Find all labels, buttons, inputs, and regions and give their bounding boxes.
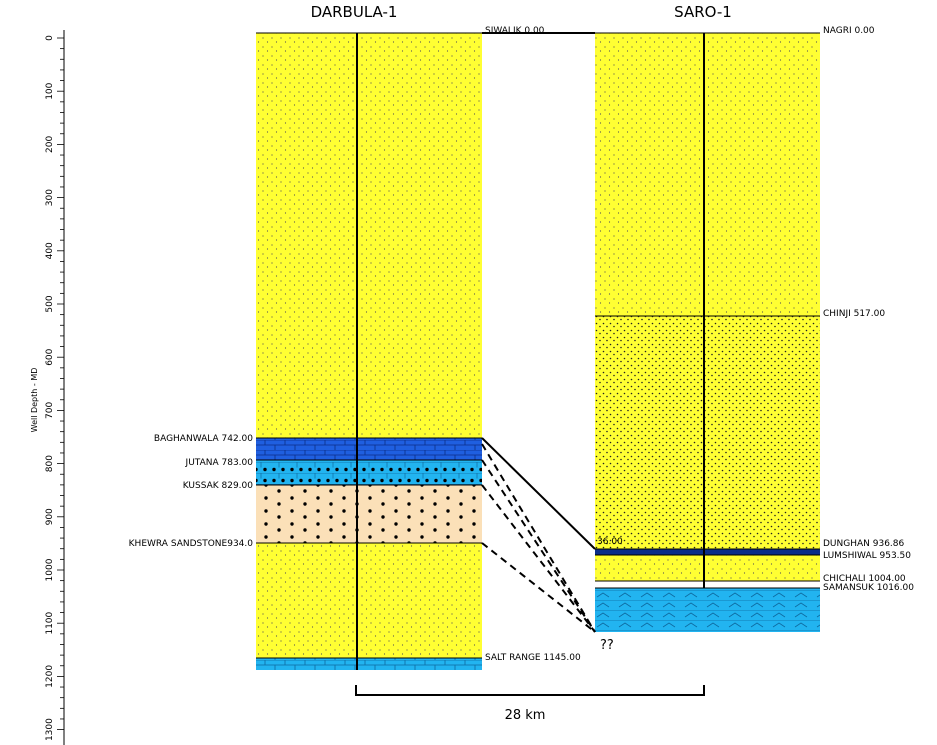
top-label-jutana: JUTANA 783.00 [185,458,254,468]
top-label-baghanwala: BAGHANWALA 742.00 [154,434,253,444]
depth-axis: Well Depth - MD 0 100 200 300 400 500 600 700 80… [30,30,65,745]
axis-tick-label: 1300 [45,718,55,741]
top-label-kussak: KUSSAK 829.00 [183,481,254,491]
top-label-inline: 36.00 [597,537,623,547]
axis-tick-label: 800 [45,455,55,472]
axis-ticks: 0 100 200 300 400 500 600 700 800 900 1000 1100 1200… [45,35,64,741]
salt-range-layer [256,658,482,670]
correlation-dashed-1 [481,443,596,633]
scale-bar: 28 km [355,685,705,723]
top-label-nagri: NAGRI 0.00 [823,26,875,36]
chichali-layer [595,581,820,588]
well-title-darbula: DARBULA-1 [311,3,398,21]
axis-tick-label: 900 [45,508,55,525]
darbula-top-labels: SIWALIK 0.00 BAGHANWALA 742.00 JUTANA 78… [129,26,581,663]
top-label-chinji: CHINJI 517.00 [823,309,885,319]
jutana-layer [256,460,482,485]
correlation-lines: ?? [481,32,614,653]
correlation-dashed-2 [481,459,596,633]
correlation-dashed-4 [481,542,596,633]
top-label-siwalik: SIWALIK 0.00 [485,26,545,36]
chinji-layer [595,316,820,549]
nagri-layer [595,33,820,316]
top-label-salt-range: SALT RANGE 1145.00 [485,653,581,663]
darbula-column [256,32,482,670]
axis-tick-label: 500 [45,295,55,312]
axis-tick-label: 700 [45,402,55,419]
axis-tick-label: 400 [45,242,55,259]
top-label-chichali: CHICHALI 1004.00 [823,574,906,584]
top-label-khewra: KHEWRA SANDSTONE934.0 [129,539,254,549]
top-label-samansuk: SAMANSUK 1016.00 [823,583,914,593]
top-label-dunghan: DUNGHAN 936.86 [823,539,905,549]
axis-tick-label: 0 [45,35,55,41]
axis-tick-label: 100 [45,82,55,99]
axis-tick-label: 600 [45,348,55,365]
top-label-lumshiwal: LUMSHIWAL 953.50 [823,551,911,561]
kussak-layer [256,485,482,543]
lumshiwal-layer [595,555,820,581]
samansuk-layer [595,588,820,632]
dunghan-layer [595,549,820,555]
well-title-saro: SARO-1 [674,3,732,21]
siwalik-layer [256,33,482,438]
unknown-marker: ?? [600,638,614,653]
khewra-layer [256,543,482,658]
saro-top-labels: NAGRI 0.00 CHINJI 517.00 36.00 DUNGHAN 9… [597,26,914,593]
correlation-dashed-3 [481,484,596,633]
axis-tick-label: 300 [45,189,55,206]
axis-tick-label: 1100 [45,611,55,634]
axis-tick-label: 1200 [45,665,55,688]
scale-bar-label: 28 km [505,708,546,723]
baghanwala-layer [256,438,482,460]
saro-column [595,32,820,632]
axis-tick-label: 200 [45,136,55,153]
axis-title: Well Depth - MD [30,368,39,433]
correlation-baghanwala-dunghan [481,437,596,550]
axis-tick-label: 1000 [45,558,55,581]
